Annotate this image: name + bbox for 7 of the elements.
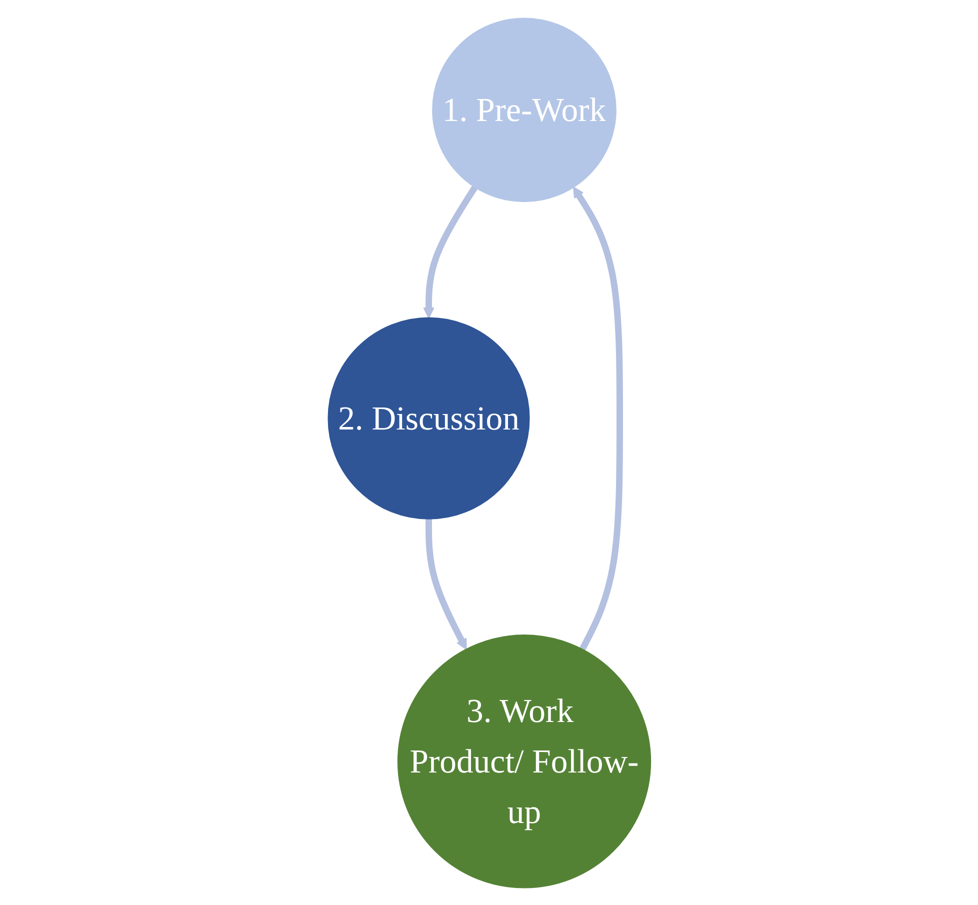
node-circle	[432, 17, 616, 202]
arrow	[572, 186, 623, 650]
arrow	[422, 184, 478, 318]
node-circle	[397, 634, 651, 888]
node-circle	[327, 316, 530, 519]
cycle-diagram: 1. Pre-Work 2. Discussion 3. Work Product/ Follow-up	[318, 8, 660, 898]
arrow	[425, 518, 466, 650]
